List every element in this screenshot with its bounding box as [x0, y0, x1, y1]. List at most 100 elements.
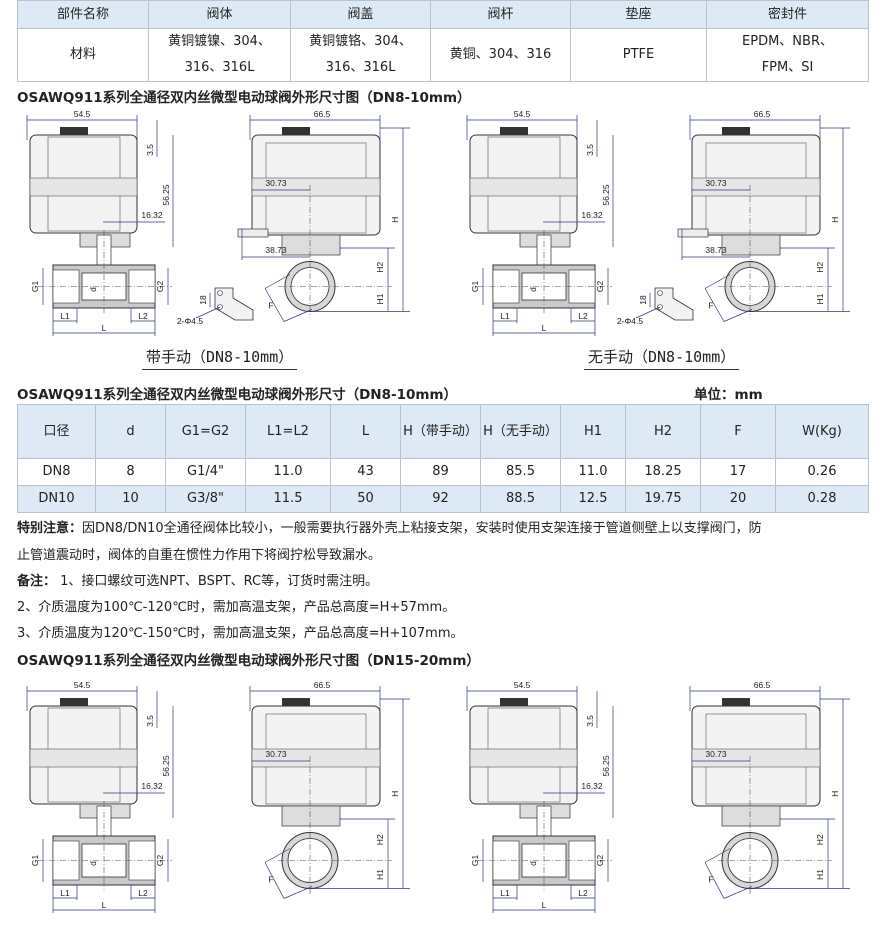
header-cell: 阀体	[148, 0, 291, 29]
dimension-label: 66.5	[754, 109, 771, 119]
caption-no-manual: 无手动（DN8-10mm）	[584, 346, 740, 370]
section-title-dimensions: OSAWQ911系列全通径双内丝微型电动球阀外形尺寸（DN8-10mm）	[17, 387, 458, 403]
knob-icon	[722, 127, 750, 135]
dimension-label: L2	[578, 311, 588, 321]
extension-line	[283, 309, 313, 322]
header-cell: 密封件	[706, 0, 869, 29]
table-row: 材料 黄铜镀镍、304、 316、316L 黄铜镀铬、304、 316、316L 黄…	[17, 28, 869, 82]
dimension-label: G2	[595, 281, 605, 293]
actuator-band	[691, 177, 821, 197]
dimension-label: L2	[138, 888, 148, 898]
dimension-label: 54.5	[514, 680, 531, 690]
dimension-label: 18	[198, 295, 208, 305]
dimension-label: F	[708, 301, 713, 311]
dimension-label: 16.32	[581, 210, 603, 220]
dimension-label: L1	[60, 888, 70, 898]
dimension-label: 56.25	[161, 184, 171, 206]
table-cell: 17	[700, 458, 776, 486]
table-cell: EPDM、NBR、 FPM、SI	[706, 28, 869, 82]
mounting-bracket	[654, 287, 694, 321]
dimension-label: L	[542, 323, 547, 333]
remark-2: 2、介质温度为100℃-120℃时，需加高温支架，产品总高度=H+57mm。	[17, 600, 456, 615]
remark-3: 3、介质温度为120℃-150℃时，需加高温支架，产品总高度=H+107mm。	[17, 626, 464, 641]
table-cell: 黄铜镀铬、304、 316、316L	[290, 28, 431, 82]
dimension-label: 2-Φ4.5	[617, 316, 643, 326]
table-cell: 18.25	[625, 458, 701, 486]
table-cell: 黄铜、304、316	[430, 28, 571, 82]
dimension-label: F	[268, 875, 273, 885]
dimension-label: 2-Φ4.5	[177, 316, 203, 326]
dimension-label: 66.5	[314, 680, 331, 690]
knob-icon	[60, 127, 88, 135]
actuator-band	[469, 748, 578, 768]
table-cell: 50	[330, 485, 401, 513]
table-cell: 19.75	[625, 485, 701, 513]
table-cell: G1/4"	[165, 458, 246, 486]
dimension-label: 38.73	[705, 245, 727, 255]
knob-icon	[500, 127, 528, 135]
table-cell: PTFE	[570, 28, 707, 82]
table-cell: 11.5	[245, 485, 331, 513]
dimension-label: L1	[60, 311, 70, 321]
table-cell: 8	[95, 458, 166, 486]
knob-icon	[722, 698, 750, 706]
extension-line	[723, 309, 753, 322]
dimension-label: L2	[578, 888, 588, 898]
dimension-label: 18	[638, 295, 648, 305]
cell-text: 材料	[69, 47, 96, 62]
table-cell: 20	[700, 485, 776, 513]
header-cell: F	[700, 404, 776, 459]
header-cell: 垫座	[570, 0, 707, 29]
dimension-label: H	[830, 791, 840, 797]
special-note-line2: 止管道震动时，阀体的自重在惯性力作用下将阀拧松导致漏水。	[17, 548, 382, 563]
valve-stem	[536, 805, 552, 839]
dimension-label: H	[830, 217, 840, 223]
table-cell: 88.5	[480, 485, 561, 513]
dimension-label: d	[88, 861, 98, 866]
dimension-line	[704, 862, 725, 899]
dimension-label: 56.25	[161, 755, 171, 777]
valve-neck	[281, 234, 341, 256]
cell-text: FPM、SI	[761, 60, 814, 75]
dimension-label: G1	[470, 281, 480, 293]
dimension-label: H2	[815, 834, 825, 845]
dimension-label: 3.5	[145, 715, 155, 727]
dimension-label: 56.25	[601, 184, 611, 206]
dimension-label: 30.73	[705, 749, 727, 759]
dimension-label: G2	[595, 855, 605, 867]
dimension-label: 38.73	[265, 245, 287, 255]
dimension-label: L	[102, 323, 107, 333]
special-note-text: 因DN8/DN10全通径阀体比较小，一般需要执行器外壳上粘接支架，安装时使用支架…	[82, 521, 762, 536]
unit-label: 单位：mm	[694, 387, 763, 403]
table-cell: 12.5	[560, 485, 626, 513]
bracket-hole	[217, 304, 223, 310]
header-cell: G1=G2	[165, 404, 246, 459]
dimension-label: F	[268, 301, 273, 311]
header-cell: L1=L2	[245, 404, 331, 459]
dimension-label: 54.5	[514, 109, 531, 119]
cell-text: 黄铜镀铬、304、	[309, 34, 412, 49]
bracket-hole	[657, 290, 663, 296]
table-cell: 材料	[17, 28, 149, 82]
dimension-label: L2	[138, 311, 148, 321]
header-cell: L	[330, 404, 401, 459]
manual-lever	[237, 228, 269, 238]
dimension-label: 30.73	[265, 749, 287, 759]
cell-text: EPDM、NBR、	[742, 34, 833, 49]
actuator-band	[251, 177, 381, 197]
special-note: 特别注意：因DN8/DN10全通径阀体比较小，一般需要执行器外壳上粘接支架，安装…	[17, 517, 762, 536]
cell-text: 316、316L	[325, 60, 396, 75]
header-cell: 部件名称	[17, 0, 149, 29]
header-cell: 阀盖	[290, 0, 431, 29]
cell-text: 黄铜镀镍、304、	[168, 34, 271, 49]
cell-text: 316、316L	[184, 60, 255, 75]
materials-table: 部件名称 阀体 阀盖 阀杆 垫座 密封件 材料 黄铜镀镍、304、316、316…	[17, 0, 869, 82]
valve-stem	[96, 234, 112, 268]
dimension-label: H	[390, 791, 400, 797]
caption-manual: 带手动（DN8-10mm）	[142, 346, 298, 370]
dimension-label: H1	[375, 293, 385, 304]
